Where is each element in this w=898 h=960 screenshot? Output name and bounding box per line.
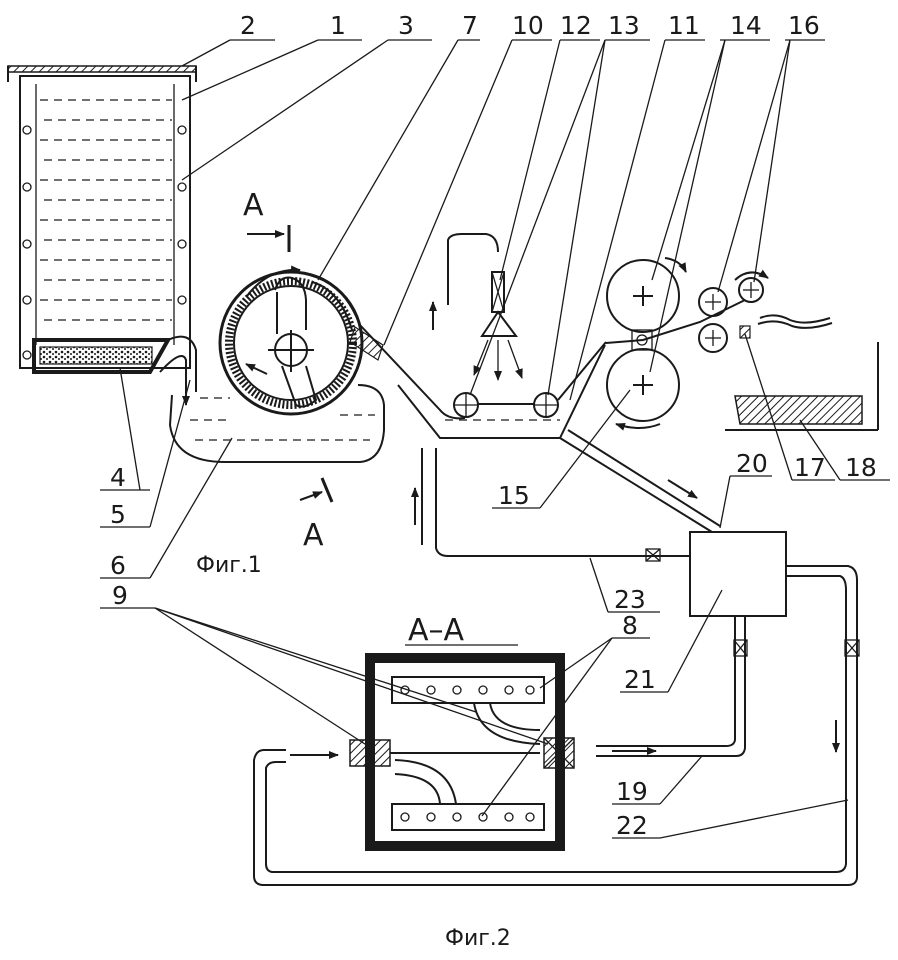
- label-22: 22: [616, 811, 648, 840]
- tank-liquid: [40, 99, 172, 321]
- label-10: 10: [512, 11, 544, 40]
- settling-tray: [32, 338, 172, 374]
- section-mark-top: А: [243, 188, 291, 252]
- label-14: 14: [730, 11, 762, 40]
- label-7: 7: [462, 11, 478, 40]
- section-view: [349, 653, 575, 851]
- lid: [7, 65, 197, 82]
- circulation-line: [253, 565, 860, 886]
- label-9: 9: [112, 581, 128, 610]
- tank-outlet-pipe: [159, 335, 197, 406]
- section-mark-top-letter: А: [243, 188, 264, 223]
- wall-heaters: [22, 125, 187, 360]
- figure-2-caption: Фиг.2: [445, 926, 511, 951]
- label-13: 13: [608, 11, 640, 40]
- washing-bath: [397, 341, 607, 439]
- label-12: 12: [560, 11, 592, 40]
- label-5: 5: [110, 500, 126, 529]
- label-4: 4: [110, 463, 126, 492]
- leader-lines: [100, 39, 890, 839]
- label-8: 8: [622, 611, 638, 640]
- collection-tank: [689, 531, 787, 617]
- supply-line: [596, 616, 748, 757]
- label-15: 15: [498, 481, 530, 510]
- label-19: 19: [616, 777, 648, 806]
- label-11: 11: [668, 11, 700, 40]
- press-rolls: [605, 257, 746, 431]
- drain-line: [559, 429, 721, 533]
- label-3: 3: [398, 11, 414, 40]
- spray-nozzle: [429, 233, 523, 381]
- label-20: 20: [736, 449, 768, 478]
- label-23: 23: [614, 585, 646, 614]
- label-17: 17: [794, 453, 826, 482]
- bath: [168, 384, 385, 463]
- reference-numerals: 2 1 3 7 10 12 13 11 14 16 4 5 6 15 17 18…: [110, 11, 877, 840]
- label-1: 1: [330, 11, 346, 40]
- label-16: 16: [788, 11, 820, 40]
- section-title: А–А: [408, 613, 465, 648]
- figure-1-caption: Фиг.1: [196, 553, 262, 578]
- lower-heater-dots: [400, 812, 535, 822]
- section-mark-bottom-letter: А: [303, 518, 324, 553]
- label-6: 6: [110, 551, 126, 580]
- web-path: [299, 272, 466, 420]
- return-line: [411, 448, 690, 562]
- section-mark-bottom: А: [299, 477, 334, 553]
- label-18: 18: [845, 453, 877, 482]
- label-21: 21: [624, 665, 656, 694]
- product-stack: [725, 342, 879, 431]
- tank: [19, 75, 191, 369]
- label-2: 2: [240, 11, 256, 40]
- pull-rolls: [698, 269, 833, 353]
